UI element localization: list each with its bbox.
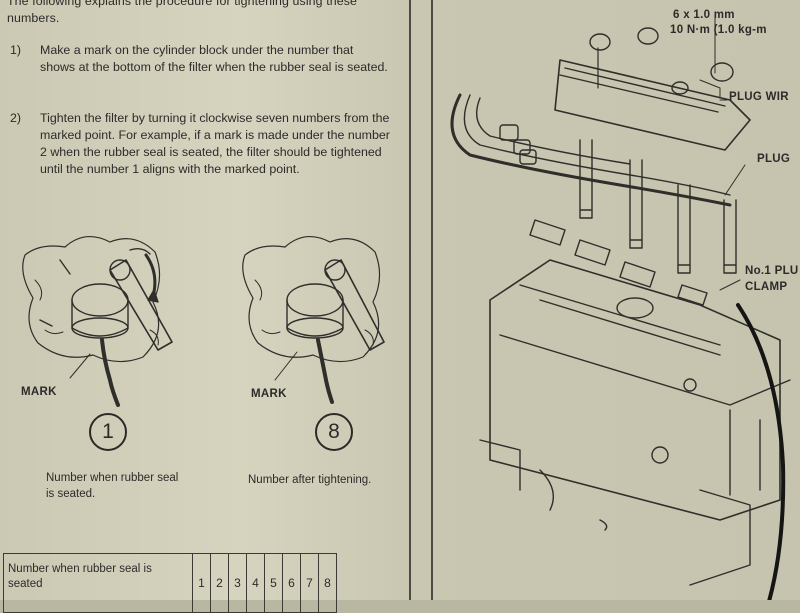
table-cell: 7: [300, 553, 319, 613]
torque-spec-size: 6 x 1.0 mm: [673, 9, 735, 21]
table-cell: 8: [318, 553, 337, 613]
engine-illustration: [450, 17, 791, 600]
step-1: 1) Make a mark on the cylinder block und…: [10, 42, 390, 76]
table-cell: 5: [264, 553, 283, 613]
circled-number: 1: [89, 413, 127, 451]
step-number: 1): [10, 43, 22, 57]
plug-label: PLUG: [757, 153, 791, 165]
circled-number: 8: [315, 413, 353, 451]
column-divider-right: [431, 0, 433, 600]
torque-spec-value: 10 N·m (1.0 kg-m: [670, 24, 767, 36]
figure-caption: Number after tightening.: [248, 474, 372, 486]
mark-label: MARK: [21, 386, 57, 398]
seal-number-table: Number when rubber seal is seated 1 2 3 …: [3, 553, 337, 613]
table-cell: 6: [282, 553, 301, 613]
plug-wire-label: PLUG WIR: [729, 91, 789, 103]
clamp-label-line1: No.1 PLU: [745, 265, 799, 277]
table-cell: 1: [192, 553, 211, 613]
step-number: 2): [10, 111, 22, 125]
filter-illustration-2: [242, 236, 385, 404]
illustrations: [22, 17, 791, 600]
table-cell: 2: [210, 553, 229, 613]
column-divider-left: [409, 0, 411, 600]
step-text: Tighten the filter by turning it clockwi…: [40, 111, 390, 176]
step-text: Make a mark on the cylinder block under …: [40, 43, 388, 74]
table-cell: 4: [246, 553, 265, 613]
table-cell: 3: [228, 553, 247, 613]
filter-illustration-1: [22, 236, 173, 407]
mark-label: MARK: [251, 388, 287, 400]
step-2: 2) Tighten the filter by turning it cloc…: [10, 110, 390, 178]
table-label: Number when rubber seal is seated: [3, 553, 193, 613]
figure-caption: Number when rubber seal is seated.: [46, 472, 179, 500]
clamp-label-line2: CLAMP: [745, 281, 788, 293]
intro-text: The following explains the procedure for…: [7, 0, 358, 25]
